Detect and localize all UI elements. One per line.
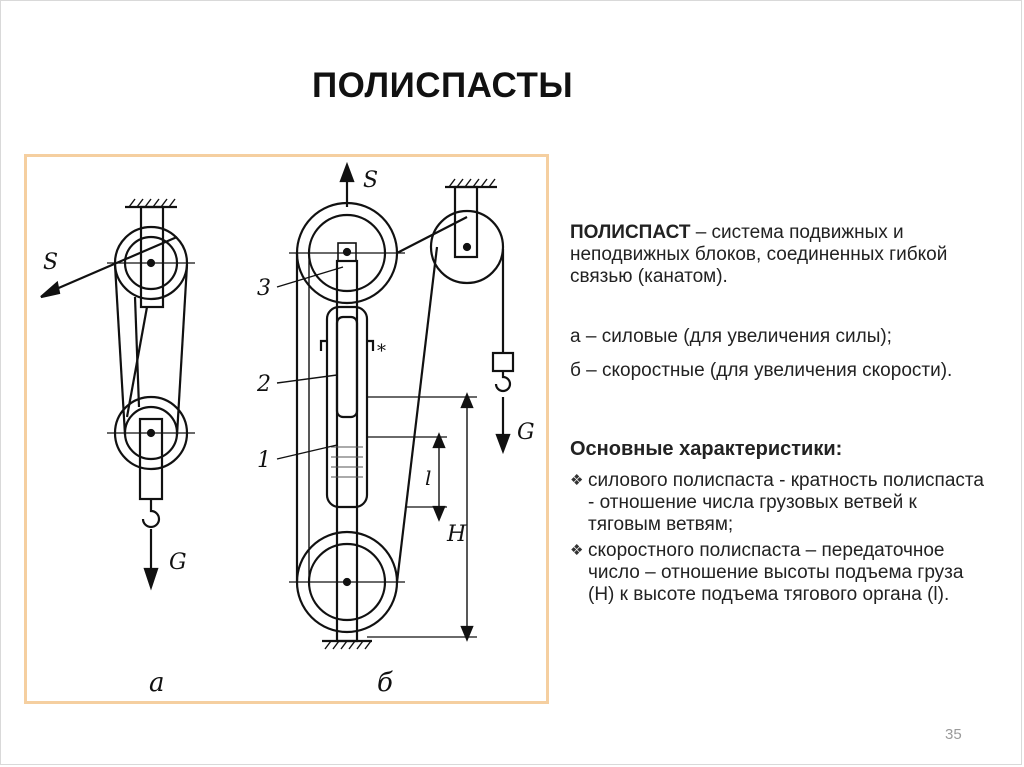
slide-number: 35: [945, 726, 962, 743]
pulley-diagrams: S G: [40, 161, 535, 698]
list-item: ❖ скоростного полиспаста – передаточное …: [570, 540, 990, 606]
dimension-label-l: l: [425, 466, 431, 490]
part-number-2: 2: [256, 372, 271, 397]
type-force: а – силовые (для увеличения силы);: [570, 326, 892, 347]
features-heading: Основные характеристики:: [570, 438, 843, 460]
slide-title: ПОЛИСПАСТЫ: [312, 66, 574, 105]
part-number-3: 3: [257, 276, 271, 301]
force-label-s-b: S: [363, 168, 378, 193]
diamond-bullet-icon: ❖: [570, 542, 584, 559]
diagram-b: [276, 161, 515, 650]
asterisk-mark: *: [377, 341, 386, 362]
type-speed: б – скоростные (для увеличения скорости)…: [570, 360, 953, 381]
force-label-s-a: S: [43, 250, 58, 275]
definition-term: ПОЛИСПАСТ: [570, 222, 691, 243]
dimension-label-h: H: [446, 522, 467, 547]
caption-a: а: [149, 668, 165, 698]
part-number-1: 1: [257, 448, 271, 473]
diagram-a: [40, 198, 195, 591]
definition-paragraph: ПОЛИСПАСТ – система подвижных и неподвиж…: [570, 222, 990, 288]
features-section: Основные характеристики: ❖ силового поли…: [570, 438, 990, 610]
diamond-bullet-icon: ❖: [570, 472, 584, 489]
force-label-g-b: G: [517, 420, 535, 445]
definition-text: – система подвижных и неподвижных блоков…: [570, 222, 948, 287]
list-item: ❖ силового полиспаста - кратность полисп…: [570, 470, 990, 536]
caption-b: б: [377, 668, 393, 698]
force-label-g-a: G: [169, 550, 187, 575]
types-list: а – силовые (для увеличения силы); б – с…: [570, 326, 990, 394]
feature-speed-text: скоростного полиспаста – передаточное чи…: [588, 540, 964, 605]
feature-force-text: силового полиспаста - кратность полиспас…: [588, 470, 984, 535]
pulley-diagram-figure: S G: [24, 154, 549, 704]
